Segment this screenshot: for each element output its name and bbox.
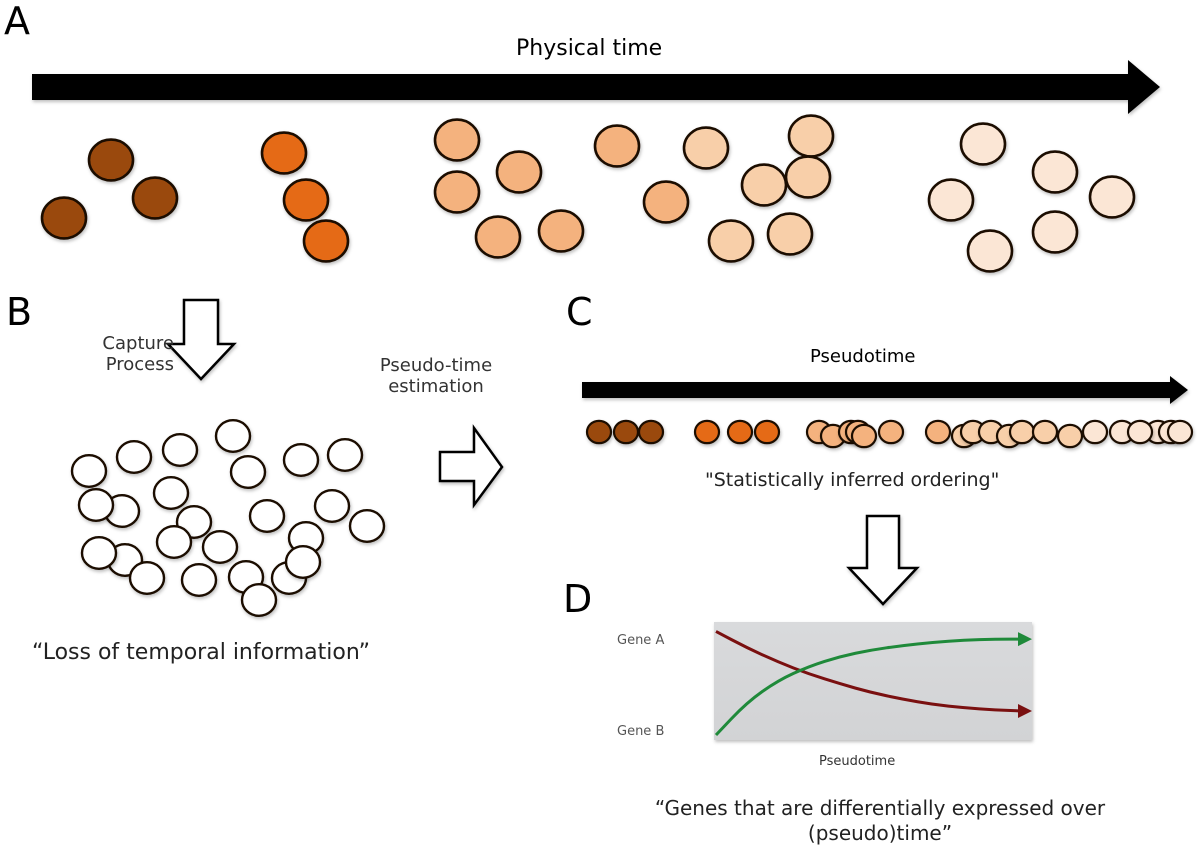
pseudotime-estimation-arrow — [438, 424, 504, 509]
cell-stage-4 — [740, 163, 788, 207]
cell-stage-1 — [40, 196, 88, 240]
cell-stage-3 — [495, 150, 543, 194]
cell-stage-5 — [927, 178, 975, 222]
ordered-cell — [1031, 419, 1059, 445]
unlabeled-cell — [240, 582, 278, 618]
ordered-cell — [612, 419, 640, 445]
panel-d-caption-line1: “Genes that are differentially expressed… — [654, 796, 1106, 820]
unlabeled-cell — [80, 535, 118, 571]
unlabeled-cell — [282, 442, 320, 478]
unlabeled-cell — [128, 560, 166, 596]
cell-stage-1 — [131, 176, 179, 220]
cell-stage-1 — [87, 138, 135, 182]
panel-c-caption: "Statistically inferred ordering" — [705, 469, 1000, 491]
physical-time-label: Physical time — [516, 36, 663, 61]
cell-stage-4 — [682, 126, 730, 170]
ordered-cell — [1056, 423, 1084, 449]
unlabeled-cell — [201, 529, 239, 565]
cell-stage-5 — [1031, 210, 1079, 254]
panel-letter-d: D — [563, 577, 593, 621]
physical-time-cells — [40, 114, 1136, 273]
cell-stage-5 — [959, 122, 1007, 166]
unlabeled-cell — [77, 487, 115, 523]
cell-stage-2 — [282, 178, 330, 222]
capture-process-label: Capture Process — [70, 333, 174, 375]
plot-background — [714, 622, 1032, 740]
cell-stage-3 — [433, 170, 481, 214]
ordered-cell — [1081, 419, 1109, 445]
pseudotime-axis-label: Pseudotime — [810, 346, 916, 367]
cell-stage-3 — [537, 209, 585, 253]
unlabeled-cell — [348, 508, 386, 544]
ordered-cell — [726, 419, 754, 445]
panel-d-caption: “Genes that are differentially expressed… — [590, 796, 1170, 846]
unlabeled-cell — [214, 418, 252, 454]
unlabeled-cell — [229, 454, 267, 490]
gene-a-arrowhead — [1018, 704, 1032, 719]
unlabeled-cell — [70, 453, 108, 489]
cell-stage-2 — [302, 219, 350, 263]
capture-process-arrow — [165, 298, 237, 381]
unlabeled-cell — [161, 432, 199, 468]
panel-d-caption-line2: (pseudo)time” — [807, 821, 953, 845]
cell-stage-5 — [1031, 150, 1079, 194]
cell-stage-3 — [474, 215, 522, 259]
cell-stage-3 — [642, 180, 690, 224]
ordered-cell — [693, 419, 721, 445]
gene-b-curve — [714, 637, 1022, 737]
ordering-to-genes-arrow — [846, 514, 920, 606]
cell-stage-2 — [260, 131, 308, 175]
cell-stage-4 — [766, 212, 814, 256]
unlabeled-cell — [155, 524, 193, 560]
physical-time-arrow — [32, 60, 1160, 114]
unlabeled-cell — [152, 475, 190, 511]
estimation-label-line2: estimation — [388, 375, 484, 397]
plot-x-axis-label: Pseudotime — [819, 754, 896, 769]
cell-stage-4 — [787, 114, 835, 158]
unlabeled-cell — [180, 562, 218, 598]
unlabeled-cell — [326, 437, 364, 473]
estimation-label-line1: Pseudo-time — [379, 355, 493, 376]
ordered-cell — [1008, 419, 1036, 445]
panel-letter-c: C — [566, 290, 593, 334]
ordered-cell — [753, 419, 781, 445]
cell-stage-3 — [593, 124, 641, 168]
unlabeled-cell — [115, 439, 153, 475]
ordered-cell — [1166, 419, 1194, 445]
cell-stage-3 — [433, 118, 481, 162]
panel-b-caption: “Loss of temporal information” — [32, 640, 370, 665]
pseudotime-arrow — [582, 376, 1188, 404]
gene-a-curve — [715, 630, 1023, 713]
ordered-cell — [637, 419, 665, 445]
unlabeled-cell — [284, 544, 322, 580]
gene-expression-plot — [714, 622, 1032, 740]
gene-a-label: Gene A — [617, 633, 665, 648]
cell-stage-5 — [1088, 175, 1136, 219]
unlabeled-cell — [248, 498, 286, 534]
cell-stage-4 — [784, 155, 832, 199]
gene-b-arrowhead — [1018, 632, 1032, 647]
captured-unordered-cells — [70, 418, 386, 618]
capture-label-line1: Capture — [102, 333, 174, 354]
ordered-cell — [850, 423, 878, 449]
unlabeled-cell — [313, 488, 351, 524]
cell-stage-5 — [966, 229, 1014, 273]
ordered-cell — [924, 419, 952, 445]
panel-letter-b: B — [6, 290, 33, 334]
cell-stage-4 — [707, 219, 755, 263]
ordered-cell — [877, 419, 905, 445]
ordered-cell — [585, 419, 613, 445]
panel-letter-a: A — [4, 0, 30, 43]
capture-label-line2: Process — [105, 353, 174, 375]
gene-b-label: Gene B — [617, 724, 665, 739]
ordered-cell — [1126, 419, 1154, 445]
ordered-cells-row — [585, 419, 1194, 449]
pseudotime-estimation-label: Pseudo-time estimation — [366, 355, 506, 397]
